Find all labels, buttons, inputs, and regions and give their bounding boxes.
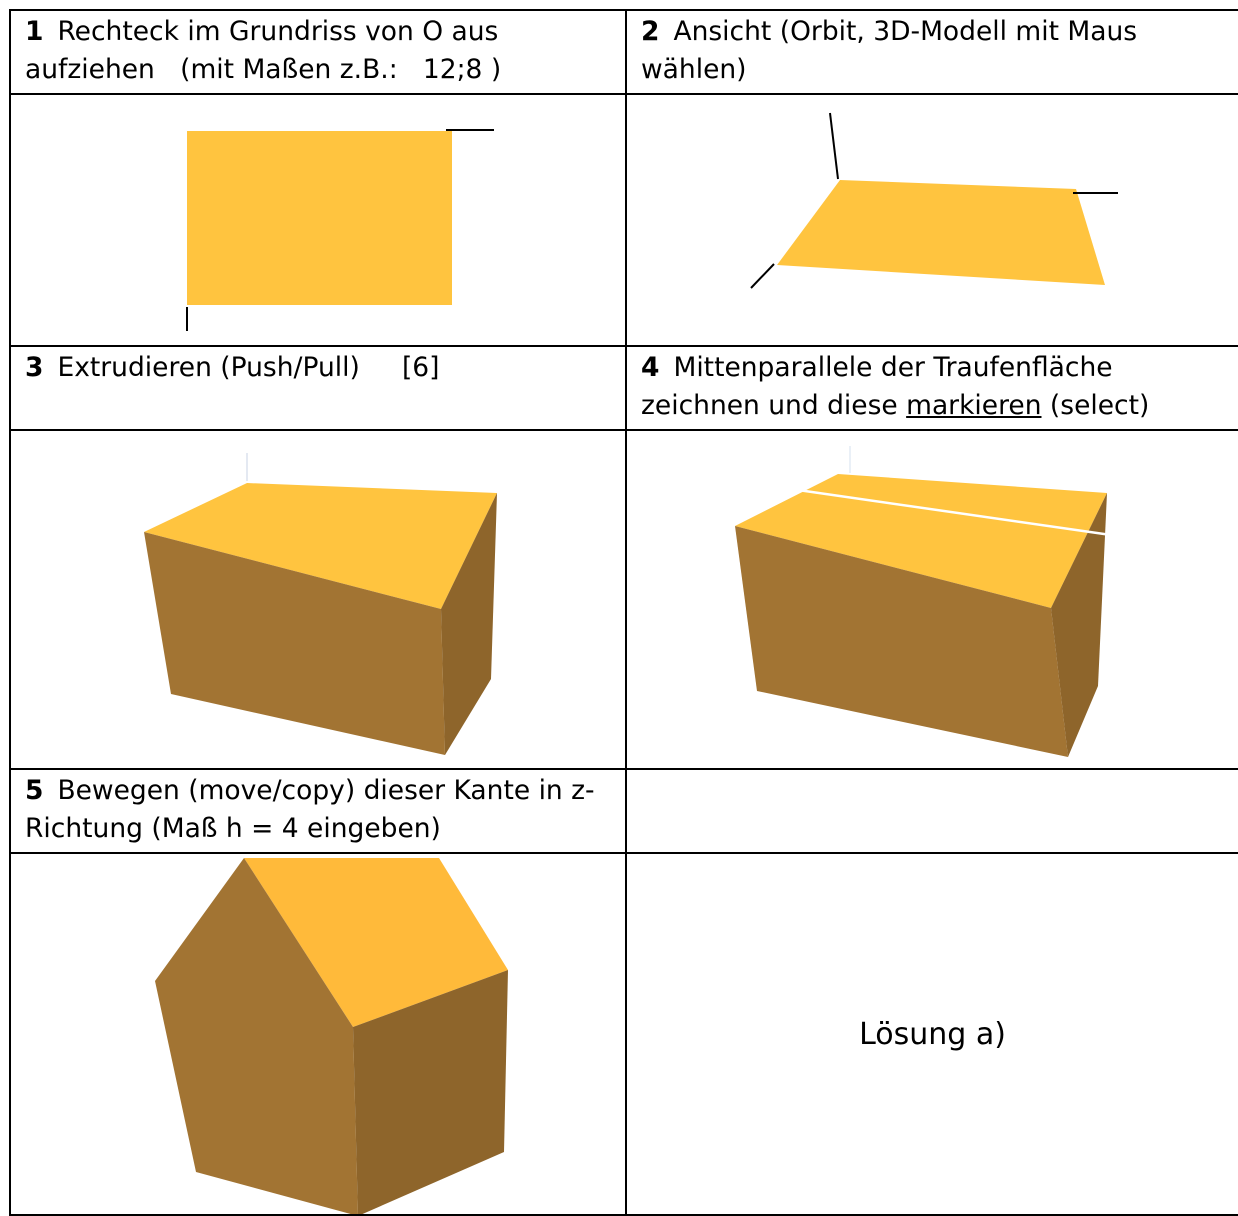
box-top-face xyxy=(144,483,497,609)
step-5-text: Bewegen (move/copy) dieser Kante in z-Ri… xyxy=(25,775,595,844)
step-1-illustration xyxy=(9,93,627,347)
step-2-text: Ansicht (Orbit, 3D-Modell mit Maus wähle… xyxy=(641,16,1138,85)
step-3-value: [6] xyxy=(359,352,440,383)
rectangle-face xyxy=(187,131,452,305)
box-front-face xyxy=(735,526,1068,757)
answer-label: Lösung a) xyxy=(859,1016,1006,1052)
step-4-illustration xyxy=(625,429,1238,770)
house-side-face xyxy=(353,970,508,1214)
step-4-number: 4 xyxy=(641,352,660,383)
step-5-illustration xyxy=(9,852,627,1216)
step-2-illustration xyxy=(625,93,1238,347)
step-1-text: Rechteck im Grundriss von O aus aufziehe… xyxy=(25,16,499,85)
answer-cell: Lösung a) xyxy=(625,852,1238,1216)
roof-face xyxy=(244,858,508,1027)
box-front-face xyxy=(144,532,445,755)
box-top-face xyxy=(735,474,1107,608)
step-5-number: 5 xyxy=(25,775,44,806)
step-3-illustration xyxy=(9,429,627,770)
gable-front-face xyxy=(155,858,358,1214)
step-3-text: Extrudieren (Push/Pull) xyxy=(57,352,360,383)
step-2-number: 2 xyxy=(641,16,660,47)
step-1-number: 1 xyxy=(25,16,44,47)
axis-line-y xyxy=(750,263,775,289)
house-drawing xyxy=(155,858,508,1214)
extruded-box-drawing xyxy=(144,453,497,755)
selected-midline xyxy=(797,488,1112,537)
step-4-underlined-word: markieren xyxy=(906,390,1042,421)
axis-line-z xyxy=(829,112,839,180)
box-with-midline-drawing xyxy=(735,446,1112,757)
perspective-plane-drawing xyxy=(750,112,1118,289)
step-4-text: Mittenparallele der Traufenfläche zeichn… xyxy=(641,352,1113,421)
step-3-cell: 3 Extrudieren (Push/Pull) [6] xyxy=(9,345,627,431)
step-3-number: 3 xyxy=(25,352,44,383)
empty-cell xyxy=(625,768,1238,854)
rectangle-plan-drawing xyxy=(186,129,494,331)
box-side-face xyxy=(1051,493,1107,757)
step-1-example: (mit Maßen z.B.: 12;8 ) xyxy=(154,54,502,85)
plane-face xyxy=(777,180,1105,285)
box-side-face xyxy=(441,493,497,755)
step-4-text-end: (select) xyxy=(1041,390,1150,421)
